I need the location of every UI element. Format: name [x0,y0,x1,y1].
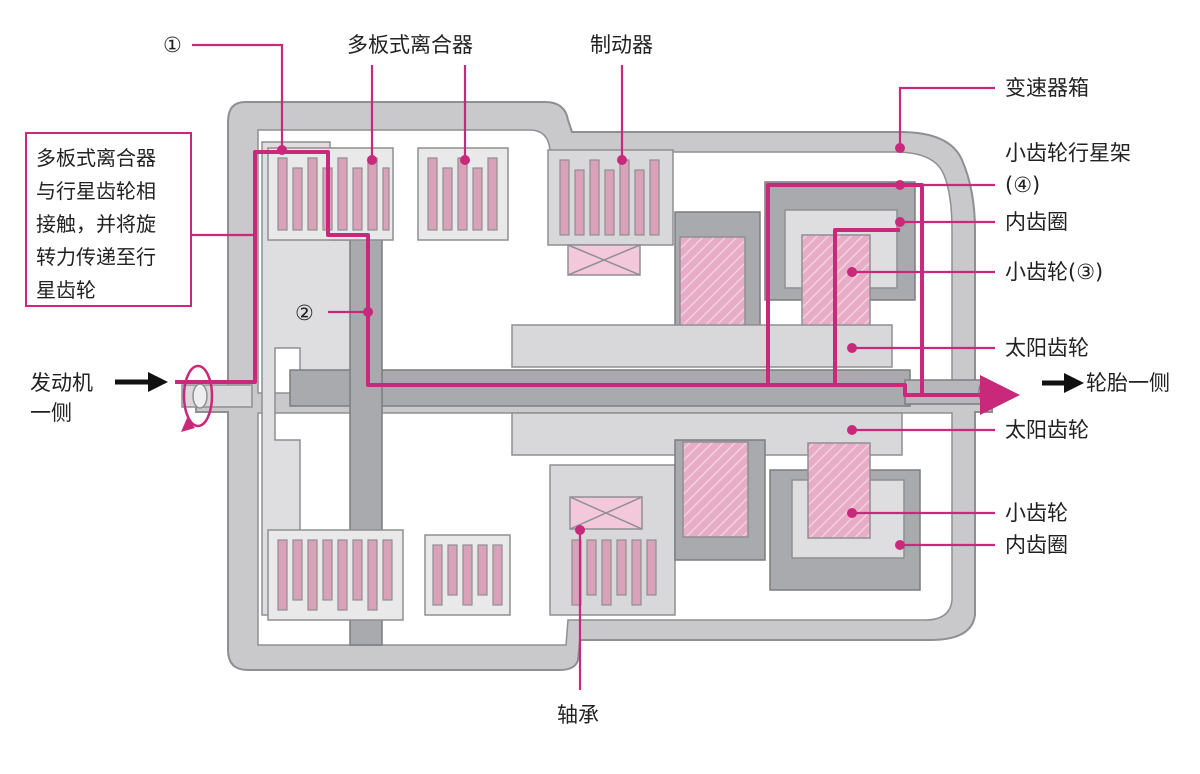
label-pinion-bottom: 小齿轮 [1005,501,1068,525]
planet-gear-lower-2 [807,442,871,539]
leader-lines [190,43,995,690]
planet-gear-lower-1 [682,441,749,538]
label-pinion-top: 小齿轮(③) [1005,260,1103,284]
power-flow-path [175,150,1020,415]
brake-pack-upper [547,149,674,276]
label-marker-1: ① [163,33,182,57]
engine-input-arrow-icon [115,372,168,392]
leader-dots [277,143,905,550]
label-gearbox: 变速器箱 [1005,76,1089,100]
note-box: 多板式离合器 与行星齿轮相 接触，并将旋 转力传递至行 星齿轮 [25,132,192,307]
label-ring-gear-bottom: 内齿圈 [1005,533,1068,557]
note-line-4: 转力传递至行 [36,245,156,269]
input-shaft [181,141,361,616]
lower-clutch-pack-1 [267,529,404,621]
label-marker-2: ② [295,301,314,325]
brake-pack-lower [549,464,676,616]
label-multiplate-clutch: 多板式离合器 [347,33,473,57]
note-line-5: 星齿轮 [36,278,96,302]
label-engine-side-2: 一侧 [30,401,72,425]
planetary-lower [511,412,921,591]
label-sun-gear-top: 太阳齿轮 [1005,336,1089,360]
label-bearing: 轴承 [557,703,599,727]
tire-output-arrow-icon [1042,373,1084,393]
label-carrier-number: (④) [1005,173,1040,197]
note-line-1: 多板式离合器 [36,146,156,170]
label-tire-side: 轮胎一侧 [1086,371,1170,395]
upper-clutch-pack-1 [267,147,394,241]
lower-clutch-pack-2 [424,534,511,616]
label-sun-gear-bottom: 太阳齿轮 [1005,418,1089,442]
note-line-3: 接触，并将旋 [36,212,156,236]
note-line-2: 与行星齿轮相 [36,179,156,203]
upper-clutch-pack-2 [417,147,509,241]
label-ring-gear-top: 内齿圈 [1005,210,1068,234]
label-engine-side-1: 发动机 [30,371,93,395]
planet-gear-upper-1 [679,236,746,333]
labels: ① 多板式离合器 制动器 变速器箱 小齿轮行星架 (④) 内齿圈 小齿轮(③) … [30,33,1170,727]
label-carrier: 小齿轮行星架 [1005,141,1131,165]
rotation-arrow-icon [181,364,214,432]
label-brake: 制动器 [590,33,653,57]
